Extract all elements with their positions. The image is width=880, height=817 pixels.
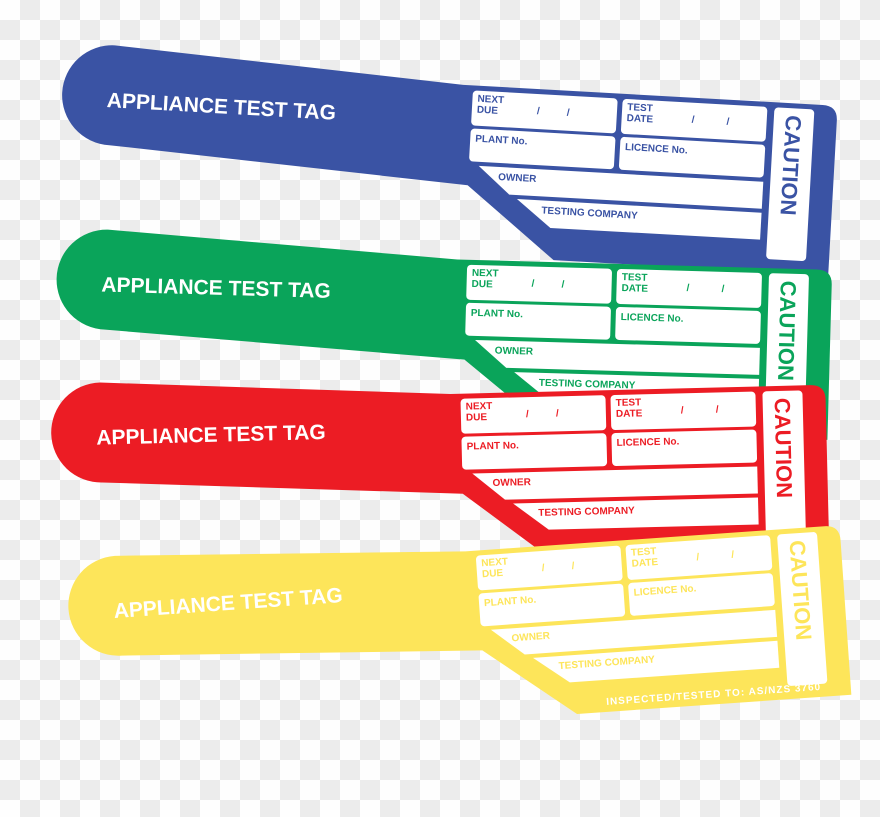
svg-text:/: / <box>561 279 564 290</box>
licence-no-label: LICENCE No. <box>633 583 697 598</box>
svg-text:/: / <box>681 405 684 416</box>
plant-no-label: PLANT No. <box>467 440 520 452</box>
owner-label: OWNER <box>495 346 534 358</box>
plant-no-label: PLANT No. <box>475 134 528 148</box>
svg-text:/: / <box>541 563 545 574</box>
test-date-label: TESTDATE <box>621 272 648 295</box>
svg-text:/: / <box>567 108 571 119</box>
svg-text:/: / <box>726 117 730 128</box>
svg-text:/: / <box>531 279 534 290</box>
testing-company-label: TESTING COMPANY <box>538 506 635 519</box>
testing-company-label: TESTING COMPANY <box>539 378 636 392</box>
test-date-label: TESTDATE <box>626 102 654 125</box>
next-due-label: NEXTDUE <box>471 268 498 291</box>
svg-text:/: / <box>721 284 724 295</box>
plant-no-label: PLANT No. <box>484 595 537 610</box>
svg-text:/: / <box>571 561 575 572</box>
owner-label: OWNER <box>511 631 551 645</box>
test-date-label: TESTDATE <box>631 546 659 570</box>
svg-text:/: / <box>526 409 529 420</box>
svg-text:/: / <box>696 552 700 563</box>
svg-text:/: / <box>731 550 735 561</box>
owner-label: OWNER <box>492 477 531 489</box>
caution-label: CAUTION <box>775 115 806 216</box>
plant-no-label: PLANT No. <box>471 308 524 320</box>
svg-text:/: / <box>716 404 719 415</box>
testing-company-label: TESTING COMPANY <box>541 205 638 221</box>
caution-label: CAUTION <box>770 398 797 499</box>
next-due-label: NEXTDUE <box>481 556 509 580</box>
tag-title: APPLIANCE TEST TAG <box>96 421 326 450</box>
next-due-label: NEXTDUE <box>477 94 505 117</box>
owner-label: OWNER <box>498 172 538 185</box>
licence-no-label: LICENCE No. <box>621 312 684 325</box>
test-date-label: TESTDATE <box>616 397 643 420</box>
licence-no-label: LICENCE No. <box>616 436 679 449</box>
svg-text:/: / <box>556 408 559 419</box>
svg-text:/: / <box>537 106 541 117</box>
svg-text:/: / <box>691 115 695 126</box>
caution-label: CAUTION <box>773 280 801 381</box>
next-due-label: NEXTDUE <box>466 401 493 424</box>
svg-text:/: / <box>686 283 689 294</box>
licence-no-label: LICENCE No. <box>625 142 689 156</box>
